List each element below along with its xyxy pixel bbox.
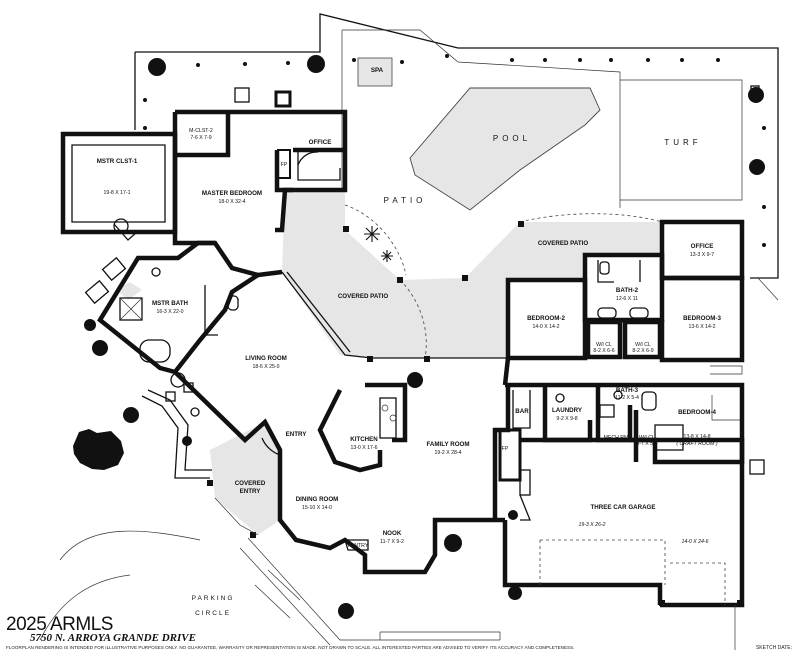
- room-dims: 19-3 X 26-2: [578, 522, 605, 528]
- room-dims: 7-6 X 7-9: [190, 135, 211, 141]
- bedroom-wing-walls: [505, 219, 745, 375]
- room-name: ENTRY: [240, 488, 262, 495]
- room-dims: 19-2 X 28-4: [434, 450, 461, 456]
- room-name: BAR: [515, 408, 529, 415]
- room-name: NOOK: [383, 530, 402, 537]
- room-dims: 4-7 X 5-4: [636, 441, 657, 447]
- room-dims: 9-5 X 13: [310, 148, 330, 154]
- room-name: W/I CL: [596, 342, 612, 348]
- room-name: FAMILY ROOM: [427, 441, 470, 448]
- room-dims: 15-10 X 14-0: [302, 505, 332, 511]
- room-name: W/I CL: [635, 342, 651, 348]
- front-walk: [39, 530, 736, 650]
- sketch-date-label: SKETCH DATE:: [755, 645, 792, 651]
- room-dims: 19-8 X 17-1: [103, 190, 130, 196]
- room-name: BEDROOM-4: [678, 409, 716, 416]
- main-walls: [173, 269, 508, 575]
- room-name: ENTRY: [286, 431, 308, 438]
- room-name: COVERED PATIO: [538, 240, 588, 247]
- room-dims: 13-3 X 9-7: [690, 252, 714, 258]
- room-dims: 8-2 X 6-9: [632, 348, 653, 354]
- room-name: OFFICE: [691, 243, 714, 250]
- room-name: MSTR BATH: [152, 300, 189, 307]
- room-dims: 18-0 X 32-4: [218, 199, 245, 205]
- room-name: LAUNDRY: [552, 407, 583, 414]
- room-name: BEDROOM-2: [527, 315, 565, 322]
- yard-boundary: [134, 13, 779, 301]
- room-name: BEDROOM-3: [683, 315, 721, 322]
- room-name: PANTRY: [348, 543, 369, 549]
- room-note: ( CRAFT ROOM ): [676, 441, 717, 447]
- disclaimer-text: FLOORPLAN RENDERING IS INTENDED FOR ILLU…: [6, 645, 575, 650]
- room-dims: 14-0 X 24-6: [681, 539, 708, 545]
- master-closet: [60, 131, 178, 241]
- outdoor-path: [84, 256, 212, 479]
- fireplace-label: FP: [281, 162, 288, 168]
- room-dims: 16-3 X 22-0: [156, 309, 183, 315]
- room-dims: 18-6 X 25-0: [252, 364, 279, 370]
- pool-area: [357, 57, 601, 211]
- room-name: W/I CL: [639, 435, 655, 441]
- room-dims: 9-2 X 9-8: [556, 416, 577, 422]
- watermark-brand: 2025 ARMLS: [6, 614, 113, 635]
- room-name: OFFICE: [309, 139, 332, 146]
- master-bath-walls: [97, 240, 264, 417]
- room-name: SPA: [371, 67, 384, 74]
- room-name: COVERED: [235, 480, 266, 487]
- room-name: BATH-2: [616, 287, 639, 294]
- room-dims: 11-2 X 5-4: [615, 395, 639, 401]
- room-name: M-CLST-2: [189, 128, 213, 134]
- room-name: PATIO: [384, 196, 427, 205]
- room-dims: 13-8 X 14-8: [683, 434, 710, 440]
- yard-fixtures: [143, 54, 766, 475]
- patio-arcs: [344, 204, 663, 359]
- room-name: POOL: [493, 134, 531, 143]
- room-name: BATH-3: [616, 387, 639, 394]
- area-name: CIRCLE: [195, 610, 231, 617]
- room-name: LIVING ROOM: [245, 355, 287, 362]
- room-name: DINING ROOM: [296, 496, 339, 503]
- room-name: COVERED PATIO: [338, 293, 388, 300]
- plant-icon: [364, 226, 393, 262]
- room-dims: 14-0 X 14-2: [532, 324, 559, 330]
- room-dims: 13-6 X 14-2: [688, 324, 715, 330]
- room-dims: 13-0 X 17-6: [350, 445, 377, 451]
- room-labels: MSTR CLST-1 19-8 X 17-1 M-CLST-2 7-6 X 7…: [97, 67, 722, 617]
- room-dims: 11-7 X 9-2: [380, 539, 404, 545]
- room-name: MSTR CLST-1: [97, 158, 138, 165]
- room-name: THREE CAR GARAGE: [591, 504, 656, 511]
- room-name: MASTER BEDROOM: [202, 190, 262, 197]
- tree-icon: [73, 55, 765, 619]
- property-address: 5750 N. ARROYA GRANDE DRIVE: [30, 632, 196, 644]
- fireplace-label: FP: [502, 446, 509, 452]
- garage-walls: [498, 428, 745, 608]
- area-name: PARKING: [192, 595, 235, 602]
- room-name: MECH RM: [604, 435, 629, 441]
- room-dims: 8-2 X 6-6: [593, 348, 614, 354]
- room-name: KITCHEN: [350, 436, 378, 443]
- room-dims: 12-6 X 11: [616, 296, 638, 302]
- room-name: TURF: [664, 138, 701, 147]
